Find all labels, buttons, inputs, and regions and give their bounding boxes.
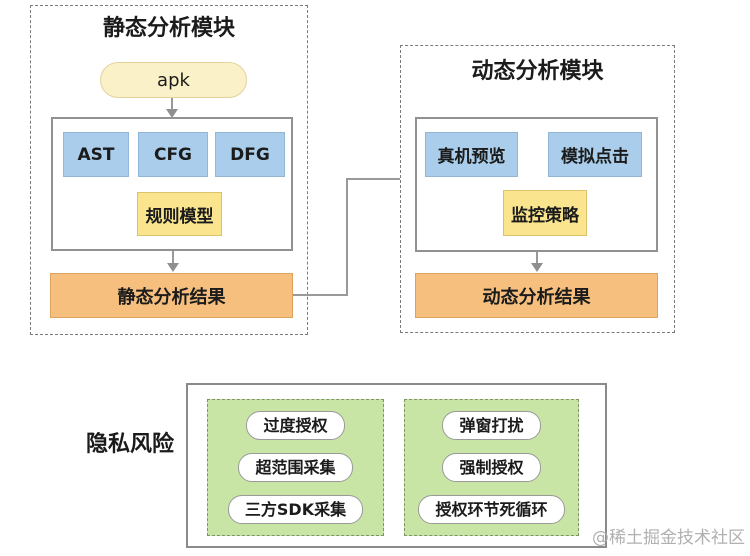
arrow-runner-to-dynamic-result-head-icon <box>531 263 543 272</box>
risk-pill-authorization-dead-loop: 授权环节死循环 <box>418 495 565 524</box>
static-result-node: 静态分析结果 <box>50 273 293 318</box>
apk-node: apk <box>100 62 247 98</box>
arrow-runner-to-dynamic-result-line <box>536 252 538 264</box>
simulated-click-node: 模拟点击 <box>548 132 642 177</box>
risk-pill-third-party-sdk-collection: 三方SDK采集 <box>227 495 364 524</box>
connector-static-to-dynamic-seg2 <box>346 178 348 296</box>
dynamic-risks-group: 弹窗打扰 强制授权 授权环节死循环 <box>404 399 579 536</box>
arrow-parsers-to-static-result-line <box>172 251 174 264</box>
dynamic-module-title: 动态分析模块 <box>471 59 604 84</box>
rule-model-node: 规则模型 <box>137 192 222 236</box>
dfg-node: DFG <box>215 132 285 177</box>
connector-static-to-dynamic-seg1 <box>293 294 348 296</box>
risk-pill-over-authorization: 过度授权 <box>246 411 345 440</box>
arrow-apk-to-parsers-line <box>171 98 173 110</box>
dynamic-result-node: 动态分析结果 <box>415 273 658 318</box>
cfg-node: CFG <box>138 132 208 177</box>
monitor-strategy-node: 监控策略 <box>503 190 587 236</box>
connector-static-to-dynamic-seg3 <box>346 178 406 180</box>
risk-pill-forced-authorization: 强制授权 <box>442 453 541 482</box>
privacy-risk-label: 隐私风险 <box>85 432 174 457</box>
arrow-parsers-to-static-result-head-icon <box>167 263 179 272</box>
watermark-text: @稀土掘金技术社区 <box>592 528 745 548</box>
device-preview-node: 真机预览 <box>425 132 518 177</box>
risk-pill-out-of-scope-collection: 超范围采集 <box>238 453 353 482</box>
ast-node: AST <box>63 132 129 177</box>
risk-pill-popup-interruption: 弹窗打扰 <box>442 411 541 440</box>
arrow-apk-to-parsers-head-icon <box>166 109 178 118</box>
static-module-title: 静态分析模块 <box>102 16 235 41</box>
static-risks-group: 过度授权 超范围采集 三方SDK采集 <box>207 399 384 536</box>
